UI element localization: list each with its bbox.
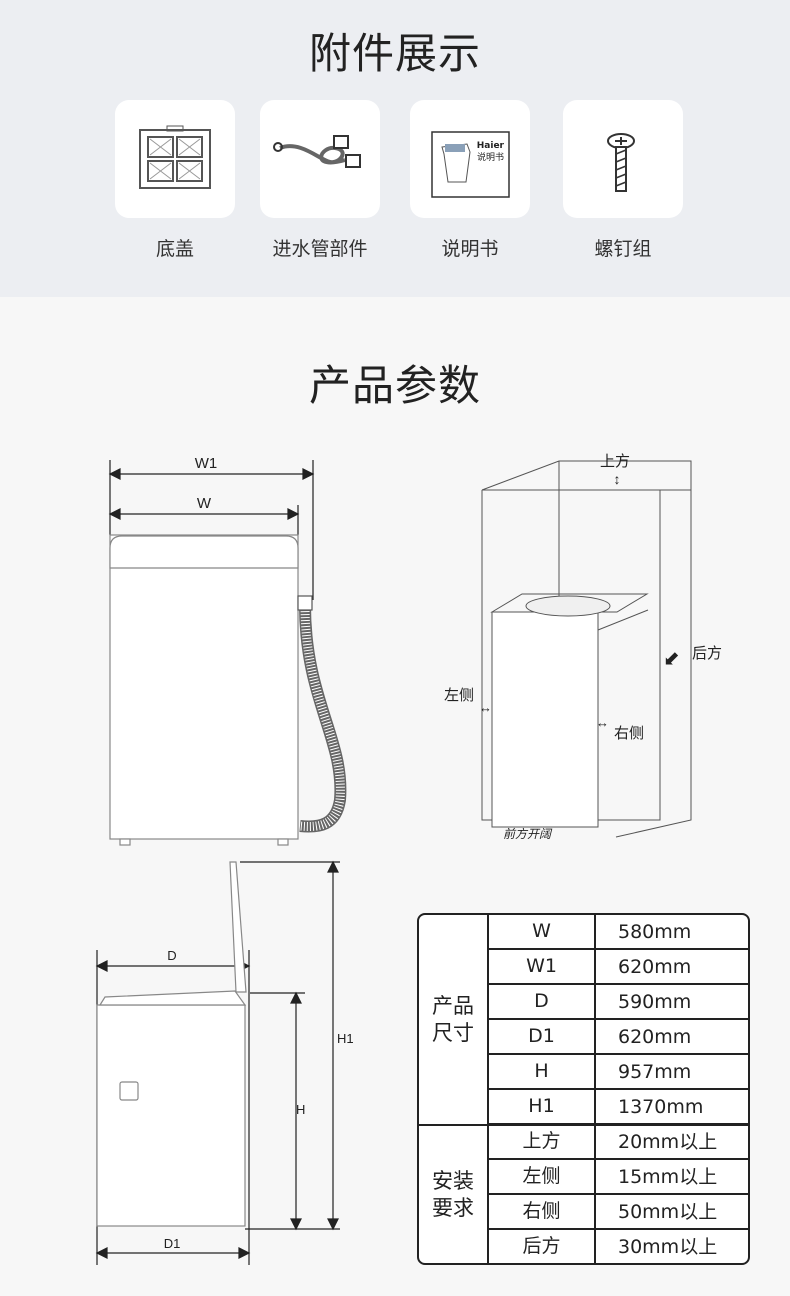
- accessory-card-screws: [563, 100, 683, 218]
- bottom-cover-icon: [139, 125, 211, 189]
- label-right: 右侧: [614, 725, 644, 742]
- side-view-diagram: D D1 H1 H: [95, 860, 354, 1265]
- clearance-labels: 上方 ↕ 后方 ⬋ 左侧 ↔ ↔ 右侧 前方开阔: [444, 453, 722, 841]
- label-w: W: [197, 495, 212, 512]
- accessory-label: 进水管部件: [272, 238, 368, 260]
- label-d: D: [167, 948, 176, 963]
- group-label-install: 安装要求: [419, 1124, 489, 1263]
- accessory-card-bottom-cover: [115, 100, 235, 218]
- book-text: 说明书: [477, 151, 504, 163]
- accessory-card-manual: Haier 说明书: [410, 100, 530, 218]
- front-view-diagram: W1 W: [108, 455, 347, 846]
- svg-text:↔: ↔: [596, 715, 609, 730]
- label-top: 上方: [600, 453, 630, 470]
- screw-icon: [607, 133, 635, 192]
- clearance-diagram: [481, 460, 692, 838]
- inlet-hose-icon: [273, 135, 361, 168]
- svg-text:⬋: ⬋: [663, 648, 680, 670]
- params-title: 产品参数: [308, 361, 481, 410]
- svg-text:↔: ↔: [479, 700, 492, 715]
- label-w1: W1: [195, 455, 218, 472]
- label-back: 后方: [692, 645, 722, 662]
- accessory-label: 说明书: [441, 238, 499, 260]
- manual-icon: Haier 说明书: [431, 131, 510, 198]
- accessory-label: 螺钉组: [594, 238, 652, 260]
- accessory-label: 底盖: [155, 238, 194, 260]
- label-d1: D1: [164, 1236, 181, 1251]
- accessory-card-inlet-hose: [260, 100, 380, 218]
- label-h: H: [296, 1102, 305, 1117]
- label-h1: H1: [337, 1031, 354, 1046]
- group-label-size: 产品尺寸: [419, 915, 489, 1124]
- accessories-title: 附件展示: [308, 29, 481, 78]
- svg-text:↕: ↕: [614, 471, 621, 487]
- label-left: 左侧: [444, 687, 474, 704]
- brand-text: Haier: [477, 141, 505, 151]
- label-front: 前方开阔: [503, 827, 553, 841]
